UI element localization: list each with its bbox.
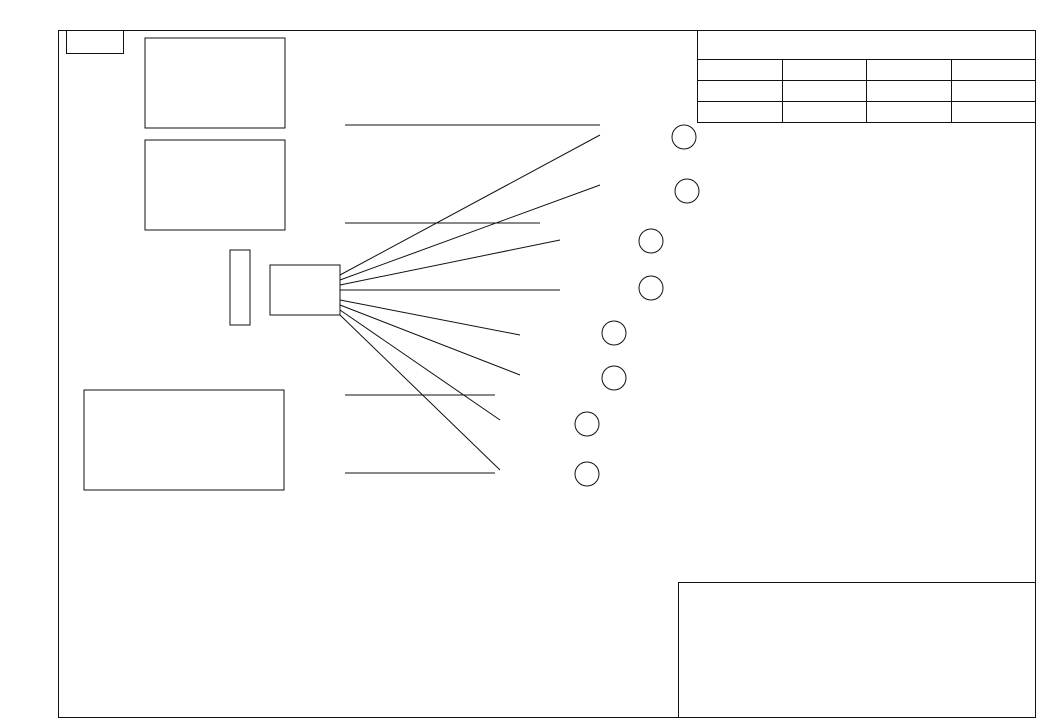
wire-bundle <box>339 134 601 471</box>
sr-block <box>269 264 341 316</box>
j1-connector <box>229 249 251 326</box>
connector-a <box>574 461 600 487</box>
connector-b <box>574 411 600 437</box>
connector-g <box>674 178 700 204</box>
revision-block <box>697 30 1036 126</box>
connector-e <box>638 275 664 301</box>
connector-d <box>601 320 627 346</box>
connector-label-title <box>775 165 1035 182</box>
wire-definition-tables <box>65 528 675 718</box>
title-block <box>678 582 1036 718</box>
connector-label-table <box>775 165 1035 182</box>
cross-section-panel-1 <box>144 37 286 129</box>
sheet-size-box <box>66 30 124 54</box>
connector-f <box>638 228 664 254</box>
sr-detail-panel <box>83 389 285 491</box>
revision-title <box>697 30 1036 59</box>
revision-table <box>697 59 1036 123</box>
drawing-sheet <box>58 30 1036 718</box>
cross-section-panel-2 <box>144 139 286 231</box>
connector-h <box>671 124 697 150</box>
connector-c <box>601 365 627 391</box>
